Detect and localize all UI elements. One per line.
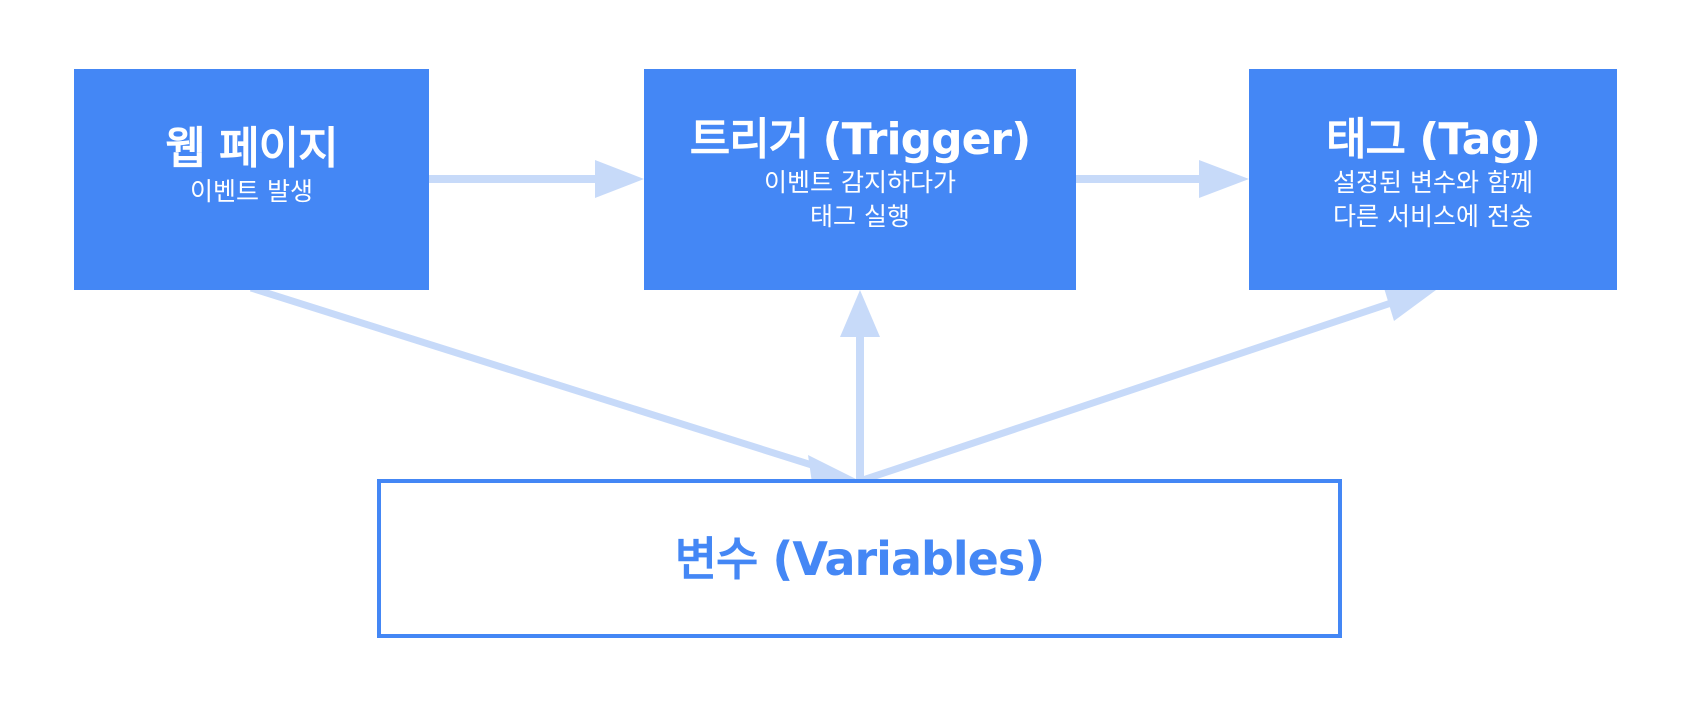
node-variables-title: 변수 (Variables) <box>674 531 1046 586</box>
node-tag-title: 태그 (Tag) <box>1325 113 1541 165</box>
node-webpage-subtitle: 이벤트 발생 <box>190 176 313 206</box>
arrow-trigger-to-tag <box>1076 160 1249 198</box>
node-trigger-subtitle-line2: 태그 실행 <box>810 201 910 231</box>
node-tag-subtitle-line1: 설정된 변수와 함께 <box>1333 167 1533 197</box>
node-tag-subtitle-line2: 다른 서비스에 전송 <box>1333 201 1533 231</box>
arrow-webpage-to-variables <box>249 284 860 483</box>
node-trigger-title: 트리거 (Trigger) <box>689 113 1031 165</box>
node-trigger: 트리거 (Trigger) 이벤트 감지하다가 태그 실행 <box>644 69 1076 290</box>
node-trigger-subtitle-line1: 이벤트 감지하다가 <box>764 167 956 197</box>
arrow-webpage-to-trigger <box>429 160 644 198</box>
node-variables: 변수 (Variables) <box>377 479 1342 638</box>
node-tag: 태그 (Tag) 설정된 변수와 함께 다른 서비스에 전송 <box>1249 69 1617 290</box>
node-webpage-title: 웹 페이지 <box>165 122 338 174</box>
node-webpage: 웹 페이지 이벤트 발생 <box>74 69 429 290</box>
arrow-variables-to-trigger <box>840 290 880 482</box>
arrow-variables-to-tag <box>858 288 1436 485</box>
